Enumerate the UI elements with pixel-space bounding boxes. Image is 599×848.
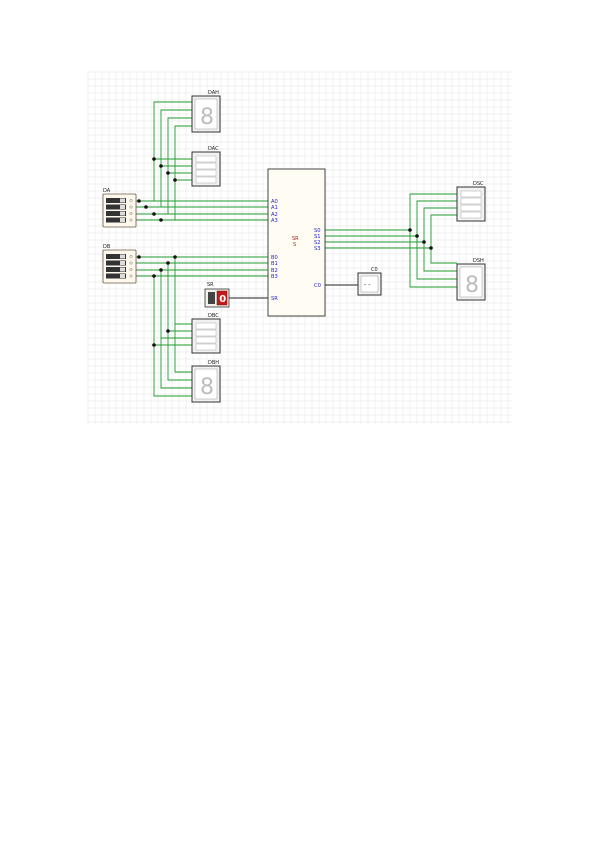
dip-switch-da[interactable]: DA (102, 188, 137, 228)
bar-display-icon (460, 190, 482, 219)
dip-switch-db[interactable]: DB (102, 244, 137, 284)
adder-chip[interactable]: SR S A0 A1 A2 A3 B0 B1 B2 B3 SR S0 S1 S2… (267, 168, 326, 317)
pin-s2: S2 (314, 240, 321, 246)
dip-switch-da-label: DA (103, 188, 111, 194)
display-dsc-label: DSC (473, 181, 484, 187)
pin-a1: A1 (271, 205, 278, 211)
display-dbc: DBC (191, 313, 221, 354)
pin-sr: SR (271, 296, 278, 302)
toggle-switch-sr-label: SR (207, 282, 214, 288)
display-dah: DAH 8 (191, 90, 221, 133)
toggle-switch-sr[interactable]: SR 0 (204, 282, 230, 308)
pin-b1: B1 (271, 261, 278, 267)
display-dsh: DSH 8 (456, 258, 486, 301)
display-c0-value: -- (363, 281, 371, 289)
display-dac: DAC (191, 146, 221, 187)
pin-a3: A3 (271, 218, 278, 224)
display-dbc-label: DBC (208, 313, 219, 319)
dip-switch-icon (106, 198, 133, 223)
pin-a2: A2 (271, 212, 278, 218)
display-dbh-label: DBH (208, 360, 219, 366)
display-c0-label: C0 (371, 267, 378, 273)
seven-segment-display-icon: 8 (465, 273, 479, 298)
pin-b0: B0 (271, 255, 278, 261)
chip-name: SR (292, 236, 299, 242)
pin-s3: S3 (314, 246, 321, 252)
bar-display-icon (195, 155, 217, 184)
chip-subname: S (293, 242, 296, 248)
display-c0: C0 -- (357, 267, 382, 296)
dip-switch-icon (106, 254, 133, 279)
pin-c0: C0 (314, 283, 321, 289)
dip-switch-db-label: DB (103, 244, 111, 250)
seven-segment-display-icon: 8 (200, 105, 214, 130)
pin-s0: S0 (314, 228, 321, 234)
seven-segment-display-icon: 8 (200, 375, 214, 400)
pin-b2: B2 (271, 268, 278, 274)
display-dbh: DBH 8 (191, 360, 221, 403)
display-dsc: DSC (456, 181, 486, 222)
pin-b3: B3 (271, 274, 278, 280)
display-dsh-label: DSH (473, 258, 484, 264)
pin-s1: S1 (314, 234, 321, 240)
display-dah-label: DAH (208, 90, 219, 96)
wires-dark (229, 284, 358, 299)
toggle-switch-icon (208, 292, 215, 304)
toggle-switch-sr-value: 0 (219, 294, 226, 305)
bar-display-icon (195, 322, 217, 351)
junction-dots (137, 157, 433, 347)
display-dac-label: DAC (208, 146, 219, 152)
wires (136, 101, 457, 397)
pin-a0: A0 (271, 199, 278, 205)
